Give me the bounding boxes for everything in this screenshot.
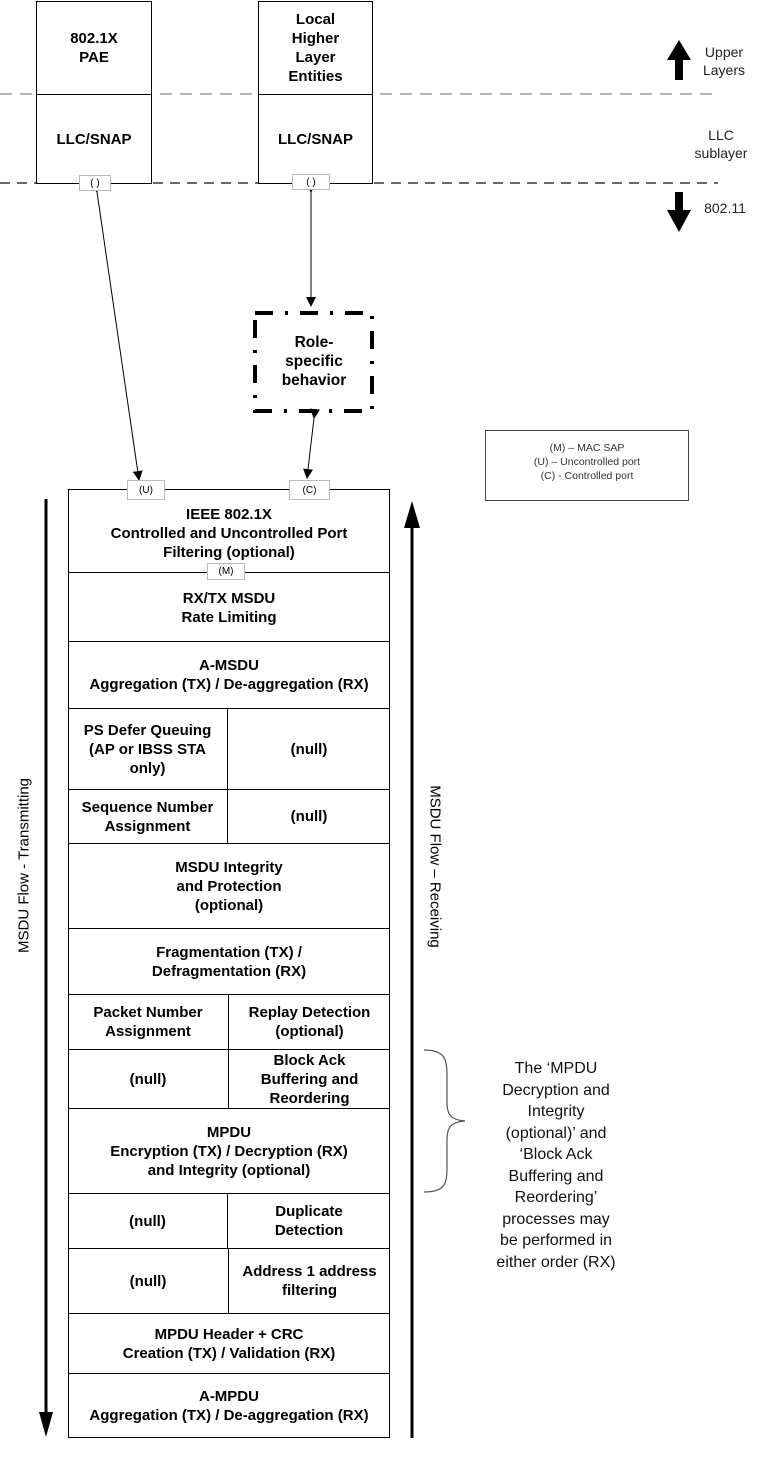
legend-line-mac-sap: (M) – MAC SAP (549, 442, 625, 454)
stack-divider (68, 1193, 390, 1194)
stack-divider (68, 994, 390, 995)
transmit-flow-label: MSDU Flow - Transmitting (15, 777, 33, 954)
stack-divider (68, 789, 390, 790)
ieee-8021x-port-filtering: IEEE 802.1X Controlled and Uncontrolled … (110, 505, 348, 561)
role-specific-behavior: Role- specific behavior (281, 333, 347, 389)
down-arrow-icon (667, 192, 691, 232)
column-divider (228, 1248, 229, 1313)
msdu-integrity-protection: MSDU Integrity and Protection (optional) (175, 858, 283, 914)
stack-divider (68, 1049, 390, 1050)
local-llc-box: LLC/SNAP (258, 94, 373, 184)
stack-divider (68, 843, 390, 844)
ps-defer-queuing: PS Defer Queuing (AP or IBSS STA only) (83, 721, 212, 777)
stack-divider (68, 1248, 390, 1249)
mpdu-header-crc: MPDU Header + CRC Creation (TX) / Valida… (122, 1325, 336, 1362)
pae-llc-box: LLC/SNAP (36, 94, 152, 184)
legend-box: (M) – MAC SAP (U) – Uncontrolled port (C… (485, 430, 689, 501)
local-entities-title: Local Higher Layer Entities (288, 11, 343, 85)
sequence-number-null: (null) (290, 808, 328, 825)
address-1-filtering: Address 1 address filtering (242, 1263, 377, 1299)
up-arrow-icon (667, 40, 691, 80)
processing-order-note: The ‘MPDU Decryption and Integrity (opti… (496, 1060, 616, 1271)
packet-number-assignment: Packet Number Assignment (93, 1004, 203, 1040)
upper-layers-label: Upper Layers (702, 44, 746, 78)
transmit-flow-arrow (39, 499, 53, 1437)
stack-divider (68, 708, 390, 709)
duplicate-detection-null: (null) (129, 1212, 166, 1230)
ps-defer-null: (null) (290, 740, 328, 758)
stack-divider (68, 1108, 390, 1109)
duplicate-detection: Duplicate Detection (274, 1203, 344, 1239)
amsdu-aggregation: A-MSDU Aggregation (TX) / De-aggregation… (89, 657, 369, 693)
replay-detection: Replay Detection (optional) (248, 1004, 371, 1040)
local-port-tag: ( ) (292, 174, 330, 190)
rate-limiting: RX/TX MSDU Rate Limiting (181, 590, 277, 626)
role-to-controlled-connector (303, 408, 321, 479)
pae-title: 802.1X PAE (70, 30, 118, 66)
fragmentation: Fragmentation (TX) / Defragmentation (RX… (151, 943, 307, 980)
sequence-number-assignment: Sequence Number Assignment (81, 798, 214, 835)
controlled-port-tag: (C) (289, 480, 330, 500)
ampdu-aggregation: A-MPDU Aggregation (TX) / De-aggregation… (89, 1388, 369, 1424)
pae-box: 802.1X PAE (36, 1, 152, 95)
pae-llc-label: LLC/SNAP (56, 130, 132, 148)
column-divider (227, 708, 228, 843)
column-divider (228, 994, 229, 1108)
pae-port-tag: ( ) (79, 175, 111, 191)
legend-line-controlled: (C) - Controlled port (540, 470, 634, 482)
stack-divider (68, 1313, 390, 1314)
legend-line-uncontrolled: (U) – Uncontrolled port (533, 456, 641, 468)
local-llc-label: LLC/SNAP (278, 130, 353, 148)
stack-divider (68, 641, 390, 642)
lower-layer-label: 802.11 (704, 200, 746, 216)
curly-brace (423, 1049, 466, 1193)
block-ack-buffering: Block Ack Buffering and Reordering (260, 1051, 359, 1107)
address-filtering-null: (null) (129, 1272, 167, 1290)
stack-divider (68, 1373, 390, 1374)
llc-sublayer-label: LLC sublayer (694, 127, 748, 161)
receive-flow-label: MSDU Flow – Receiving (426, 785, 444, 948)
column-divider (227, 1193, 228, 1248)
mac-sap-tag: (M) (207, 563, 245, 580)
local-entities-box: Local Higher Layer Entities (258, 1, 373, 95)
mpdu-encryption: MPDU Encryption (TX) / Decryption (RX) a… (110, 1123, 348, 1179)
stack-divider (68, 928, 390, 929)
pae-to-uncontrolled-connector (90, 182, 143, 481)
mac-stack (68, 489, 390, 1438)
role-box-outline (253, 311, 374, 413)
receive-flow-arrow (404, 501, 420, 1438)
block-ack-null: (null) (129, 1070, 167, 1088)
uncontrolled-port-tag: (U) (127, 480, 165, 500)
